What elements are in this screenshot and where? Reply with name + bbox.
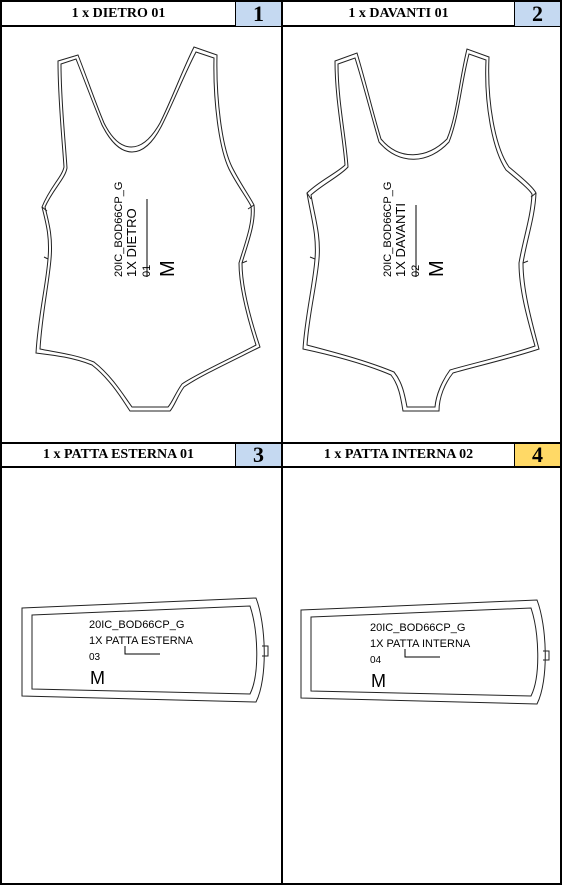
- piece-4-grainline: [404, 649, 440, 658]
- panel-3-drawing: 20IC_BOD66CP_G 1X PATTA ESTERNA 03 M: [21, 597, 269, 703]
- piece-3-size: M: [90, 668, 105, 688]
- row-divider: [0, 442, 562, 444]
- piece-3-code: 20IC_BOD66CP_G: [89, 619, 184, 631]
- piece-1-label: 20IC_BOD66CP_G 1X DIETRO 01 M: [113, 182, 179, 277]
- panel-2-number: 2: [515, 1, 560, 26]
- piece-3-grainline: [124, 646, 160, 655]
- num-cell-3-divider: [235, 443, 236, 467]
- piece-3-label: 20IC_BOD66CP_G 1X PATTA ESTERNA 03 M: [89, 619, 194, 688]
- piece-1-name: 1X DIETRO: [124, 208, 139, 277]
- outer-flap-piece: [21, 597, 269, 703]
- panel-3-number: 3: [236, 442, 281, 467]
- piece-3-index: 03: [89, 652, 101, 663]
- num-cell-1-divider: [235, 0, 236, 26]
- panel-2-drawing: 20IC_BOD66CP_G 1X DAVANTI 02 M: [302, 48, 540, 412]
- panel-4-number: 4: [515, 442, 560, 467]
- panel-2-title: 1 x DAVANTI 01: [348, 6, 449, 21]
- header-1-bottom: [0, 25, 562, 27]
- piece-1-code: 20IC_BOD66CP_G: [113, 182, 125, 277]
- header-2-bottom: [0, 466, 562, 468]
- piece-4-index: 04: [370, 655, 382, 666]
- piece-2-name: 1X DAVANTI: [393, 203, 408, 277]
- piece-4-name: 1X PATTA INTERNA: [370, 638, 471, 650]
- inner-flap-piece: [300, 599, 550, 705]
- piece-2-size: M: [426, 260, 448, 277]
- panel-3-title: 1 x PATTA ESTERNA 01: [43, 447, 194, 462]
- piece-2-code: 20IC_BOD66CP_G: [382, 182, 394, 277]
- bodysuit-front-piece: [302, 48, 540, 412]
- piece-2-label: 20IC_BOD66CP_G 1X DAVANTI 02 M: [382, 182, 448, 277]
- panel-4-title: 1 x PATTA INTERNA 02: [323, 447, 474, 462]
- piece-4-code: 20IC_BOD66CP_G: [370, 622, 465, 634]
- num-cell-4-divider: [514, 443, 515, 467]
- piece-4-size: M: [371, 671, 386, 691]
- panel-1-title: 1 x DIETRO 01: [71, 6, 166, 21]
- piece-3-name: 1X PATTA ESTERNA: [89, 635, 194, 647]
- piece-1-size: M: [157, 260, 179, 277]
- panel-1-number: 1: [236, 1, 281, 26]
- bodysuit-back-piece: [35, 46, 261, 412]
- piece-4-label: 20IC_BOD66CP_G 1X PATTA INTERNA 04 M: [370, 622, 471, 691]
- panel-4-drawing: 20IC_BOD66CP_G 1X PATTA INTERNA 04 M: [300, 599, 550, 705]
- num-cell-2-divider: [514, 0, 515, 26]
- panel-1-drawing: 20IC_BOD66CP_G 1X DIETRO 01 M: [35, 46, 261, 412]
